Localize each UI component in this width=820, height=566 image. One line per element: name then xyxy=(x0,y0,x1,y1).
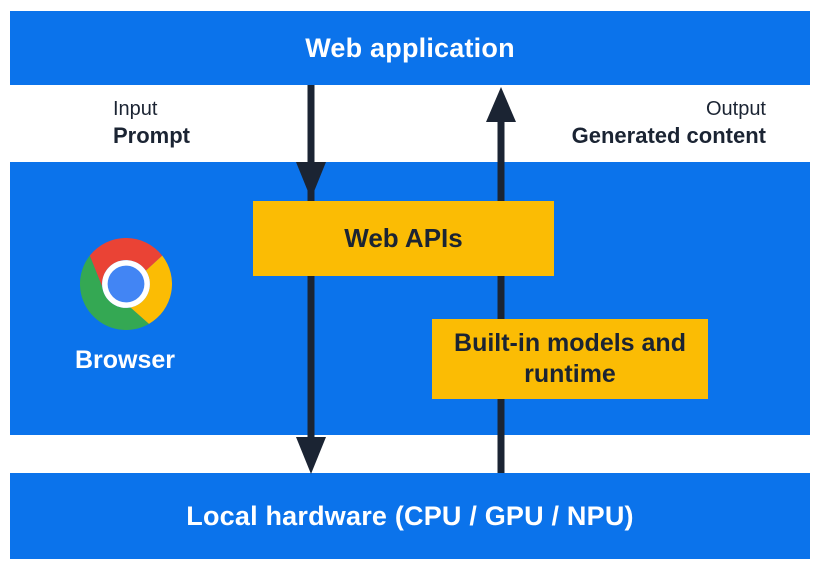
local-hardware-band: Local hardware (CPU / GPU / NPU) xyxy=(10,473,810,559)
local-hardware-label: Local hardware (CPU / GPU / NPU) xyxy=(186,500,634,531)
input-subtitle: Prompt xyxy=(113,123,190,148)
output-annotation: Output Generated content xyxy=(572,97,766,150)
web-application-band: Web application xyxy=(10,11,810,85)
input-annotation: Input Prompt xyxy=(113,97,190,150)
output-title: Output xyxy=(705,98,766,120)
builtin-models-box: Built-in models and runtime xyxy=(432,319,708,399)
browser-label: Browser xyxy=(74,346,176,374)
output-subtitle: Generated content xyxy=(571,123,766,148)
builtin-models-label: Built-in models and runtime xyxy=(454,329,686,388)
web-application-label: Web application xyxy=(305,32,515,63)
input-title: Input xyxy=(113,98,158,120)
chrome-logo-icon xyxy=(80,238,172,330)
web-apis-label: Web APIs xyxy=(344,223,463,253)
web-apis-box: Web APIs xyxy=(253,201,554,276)
